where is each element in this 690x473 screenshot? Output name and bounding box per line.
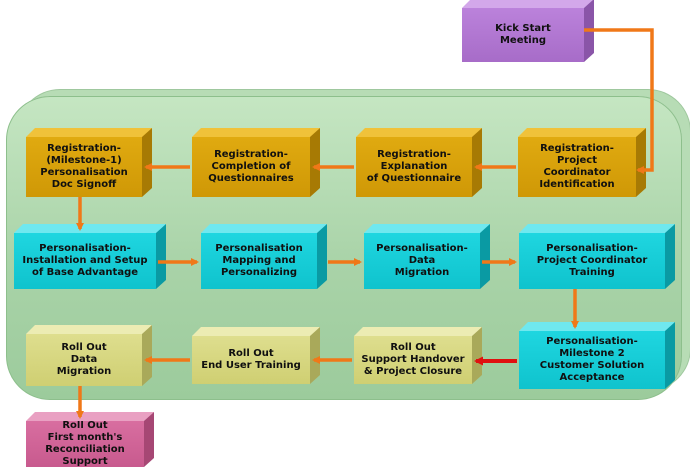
kickstart-box: Kick Start Meeting [462,8,584,62]
pers-data-label: Personalisation- Data Migration [376,243,468,278]
reg-explanation-label: Registration- Explanation of Questionnai… [366,149,462,184]
pers-training-box: Personalisation- Project Coordinator Tra… [519,233,665,289]
ro-enduser-label: Roll Out End User Training [201,348,301,371]
ro-enduser-box: Roll Out End User Training [192,336,310,384]
reg-coordinator-label: Registration- Project Coordinator Identi… [539,143,615,190]
pers-mapping-box: Personalisation Mapping and Personalizin… [201,233,317,289]
pers-training-label: Personalisation- Project Coordinator Tra… [536,243,648,278]
kickstart-label: Kick Start Meeting [495,23,551,46]
ro-support-box: Roll Out Support Handover & Project Clos… [354,336,472,384]
reg-milestone1-label: Registration- (Milestone-1) Personalisat… [40,143,128,190]
pers-mapping-label: Personalisation Mapping and Personalizin… [215,243,303,278]
ro-reconciliation-label: Roll Out First month's Reconciliation Su… [45,420,125,467]
reg-milestone1-box: Registration- (Milestone-1) Personalisat… [26,137,142,197]
reg-coordinator-box: Registration- Project Coordinator Identi… [518,137,636,197]
pers-data-box: Personalisation- Data Migration [364,233,480,289]
reg-completion-label: Registration- Completion of Questionnair… [208,149,294,184]
pers-install-box: Personalisation- Installation and Setup … [14,233,156,289]
reg-completion-box: Registration- Completion of Questionnair… [192,137,310,197]
pers-milestone2-box: Personalisation- Milestone 2 Customer So… [519,331,665,389]
ro-data-label: Roll Out Data Migration [56,342,112,377]
ro-data-box: Roll Out Data Migration [26,334,142,386]
ro-reconciliation-box: Roll Out First month's Reconciliation Su… [26,420,144,467]
ro-support-label: Roll Out Support Handover & Project Clos… [361,342,465,377]
pers-install-label: Personalisation- Installation and Setup … [22,243,148,278]
reg-explanation-box: Registration- Explanation of Questionnai… [356,137,472,197]
pers-milestone2-label: Personalisation- Milestone 2 Customer So… [539,336,645,383]
